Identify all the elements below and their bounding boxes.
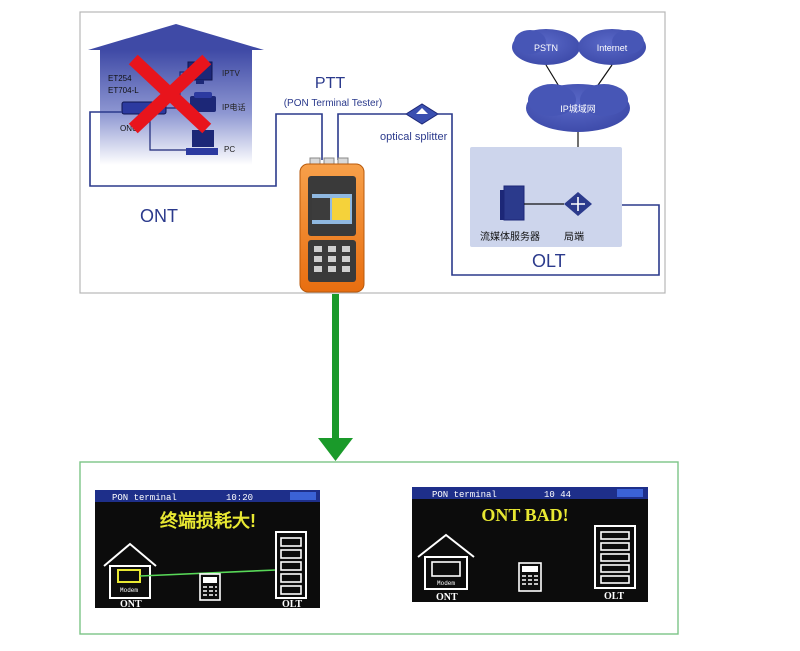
olt-box xyxy=(470,147,622,247)
pstn-label: PSTN xyxy=(534,43,558,53)
olt-label: OLT xyxy=(532,251,566,271)
screen1-olt-icon xyxy=(275,531,307,599)
pstn-cloud xyxy=(512,29,580,65)
down-arrow-icon xyxy=(318,294,353,461)
failure-cross-icon xyxy=(128,54,212,134)
device-model-label-2: ET704-L xyxy=(108,86,139,95)
screen1-fiber-line xyxy=(139,569,277,577)
pc-label: PC xyxy=(224,145,235,154)
screen2-header-label: PON terminal xyxy=(432,490,497,500)
house-roof xyxy=(88,24,264,50)
fiber-line-ont xyxy=(89,111,323,187)
pc-icon xyxy=(186,130,218,155)
screen2-message: ONT BAD! xyxy=(481,505,568,525)
screen1-ont-label: ONT xyxy=(120,599,142,610)
media-server-icon xyxy=(500,185,525,221)
screen2-house-icon xyxy=(417,533,475,590)
screen1-header-label: PON terminal xyxy=(112,493,177,503)
tester-screen-1: PON terminal 10:20 终端损耗大! Modem ONT OLT xyxy=(95,490,320,610)
ip-phone-icon xyxy=(190,92,216,112)
optical-splitter-icon xyxy=(405,103,439,125)
screen1-tester-icon xyxy=(199,573,221,601)
ip-metro-label: IP城域网 xyxy=(560,103,596,114)
internet-cloud xyxy=(578,29,646,65)
screen1-message: 终端损耗大! xyxy=(160,510,256,531)
ont-label: ONT xyxy=(140,206,178,226)
screen2-tester-icon xyxy=(518,562,542,592)
house-group: IPTV IP电话 PC ET254 ET704-L ONU xyxy=(88,24,264,165)
screen1-olt-label: OLT xyxy=(282,599,303,610)
screen2-olt-icon xyxy=(594,525,636,589)
fiber-line-olt xyxy=(438,113,660,276)
ip-phone-label: IP电话 xyxy=(222,102,246,112)
onu-label: ONU xyxy=(120,124,138,133)
ptt-tester-device-icon xyxy=(299,157,365,293)
screen1-time: 10:20 xyxy=(226,493,253,503)
device-model-label-1: ET254 xyxy=(108,74,132,83)
central-office-label: 局端 xyxy=(564,230,584,243)
internet-label: Internet xyxy=(597,43,628,53)
central-office-switch-icon xyxy=(564,192,592,216)
ptt-subtitle: (PON Terminal Tester) xyxy=(284,98,383,109)
screen2-time: 10 44 xyxy=(544,490,571,500)
splitter-label: optical splitter xyxy=(380,131,448,143)
screen2-ont-label: ONT xyxy=(436,592,458,603)
media-server-label: 流媒体服务器 xyxy=(480,230,540,243)
ptt-title: PTT xyxy=(315,75,345,92)
screen2-modem-label: Modem xyxy=(437,580,455,587)
tester-screen-2: PON terminal 10 44 ONT BAD! Modem ONT OL… xyxy=(412,487,648,603)
screen2-olt-label: OLT xyxy=(604,591,625,602)
fiber-line-splitter xyxy=(337,113,406,160)
iptv-label: IPTV xyxy=(222,69,240,78)
screen1-modem-label: Modem xyxy=(120,587,138,594)
ip-metro-cloud xyxy=(526,84,630,132)
